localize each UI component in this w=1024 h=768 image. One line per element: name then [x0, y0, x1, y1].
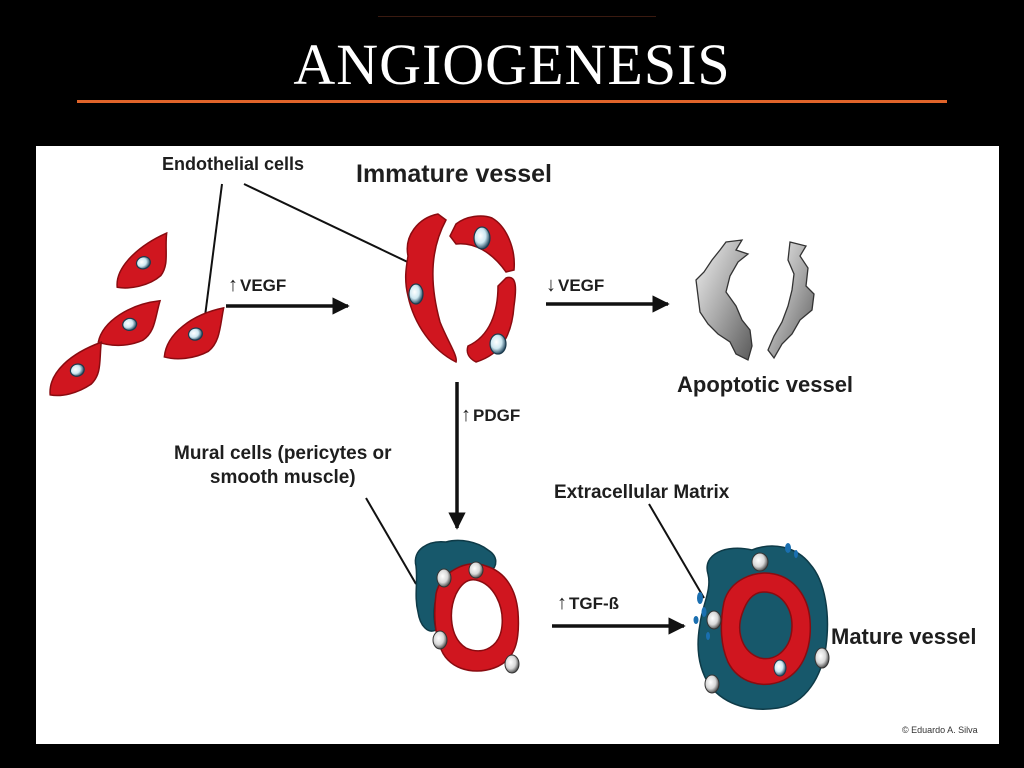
apoptotic-vessel [695, 239, 815, 361]
immature-vessel [404, 213, 517, 364]
nucleus [468, 561, 484, 579]
copyright-notice: © Eduardo A. Silva [902, 725, 978, 735]
up-arrow-icon: ↑ [557, 592, 567, 614]
label-extracellular-matrix: Extracellular Matrix [554, 482, 730, 503]
up-arrow-icon: ↑ [461, 404, 471, 426]
pointer-lines [203, 183, 705, 599]
factor-name: TGF-ß [569, 594, 620, 613]
title-top-line [378, 16, 656, 17]
label-mural-cells-line2: smooth muscle) [209, 467, 356, 488]
nucleus [706, 610, 722, 630]
label-mural-cells: Mural cells (pericytes or smooth muscle) [174, 442, 392, 490]
nucleus [704, 674, 720, 694]
nucleus [489, 333, 507, 355]
nucleus [751, 552, 769, 572]
pointer-mural [365, 497, 417, 585]
nucleus [504, 654, 520, 674]
endothelial-cell [163, 306, 225, 360]
pointer-endothelial-2 [243, 183, 417, 267]
factor-name: VEGF [558, 276, 605, 295]
factor-name: PDGF [473, 406, 521, 425]
endothelial-cell [116, 231, 168, 289]
mural-covered-vessel [414, 539, 520, 674]
label-pdgf-up: ↑PDGF [461, 404, 520, 427]
label-mural-cells-line1: Mural cells (pericytes or [174, 443, 392, 464]
title-underline [77, 100, 947, 103]
label-immature-vessel: Immature vessel [356, 160, 552, 188]
slide-title: ANGIOGENESIS [293, 32, 731, 97]
endothelial-cell [97, 299, 162, 347]
nucleus [408, 283, 424, 305]
diagram-graphics [49, 183, 830, 710]
up-arrow-icon: ↑ [228, 274, 238, 296]
down-arrow-icon: ↓ [546, 274, 556, 296]
free-endothelial-cells [49, 231, 225, 397]
label-vegf-up: ↑VEGF [228, 274, 286, 297]
label-vegf-down: ↓VEGF [546, 274, 604, 297]
nucleus [432, 630, 448, 650]
pointer-ecm [648, 503, 705, 599]
nucleus [436, 568, 452, 588]
label-endothelial-cells: Endothelial cells [162, 154, 305, 174]
label-tgf-beta-up: ↑TGF-ß [557, 592, 619, 615]
angiogenesis-diagram: Endothelial cells Immature vessel ↑VEGF … [36, 146, 999, 744]
mature-vessel [693, 543, 830, 710]
endothelial-cell [49, 341, 103, 397]
nucleus [773, 659, 787, 677]
extracellular-matrix-fibers [693, 543, 798, 640]
nucleus [814, 647, 830, 669]
label-apoptotic-vessel: Apoptotic vessel [677, 372, 854, 397]
label-mature-vessel: Mature vessel [831, 624, 977, 649]
factor-name: VEGF [240, 276, 287, 295]
nucleus [473, 226, 491, 250]
pointer-endothelial-1 [203, 183, 223, 325]
